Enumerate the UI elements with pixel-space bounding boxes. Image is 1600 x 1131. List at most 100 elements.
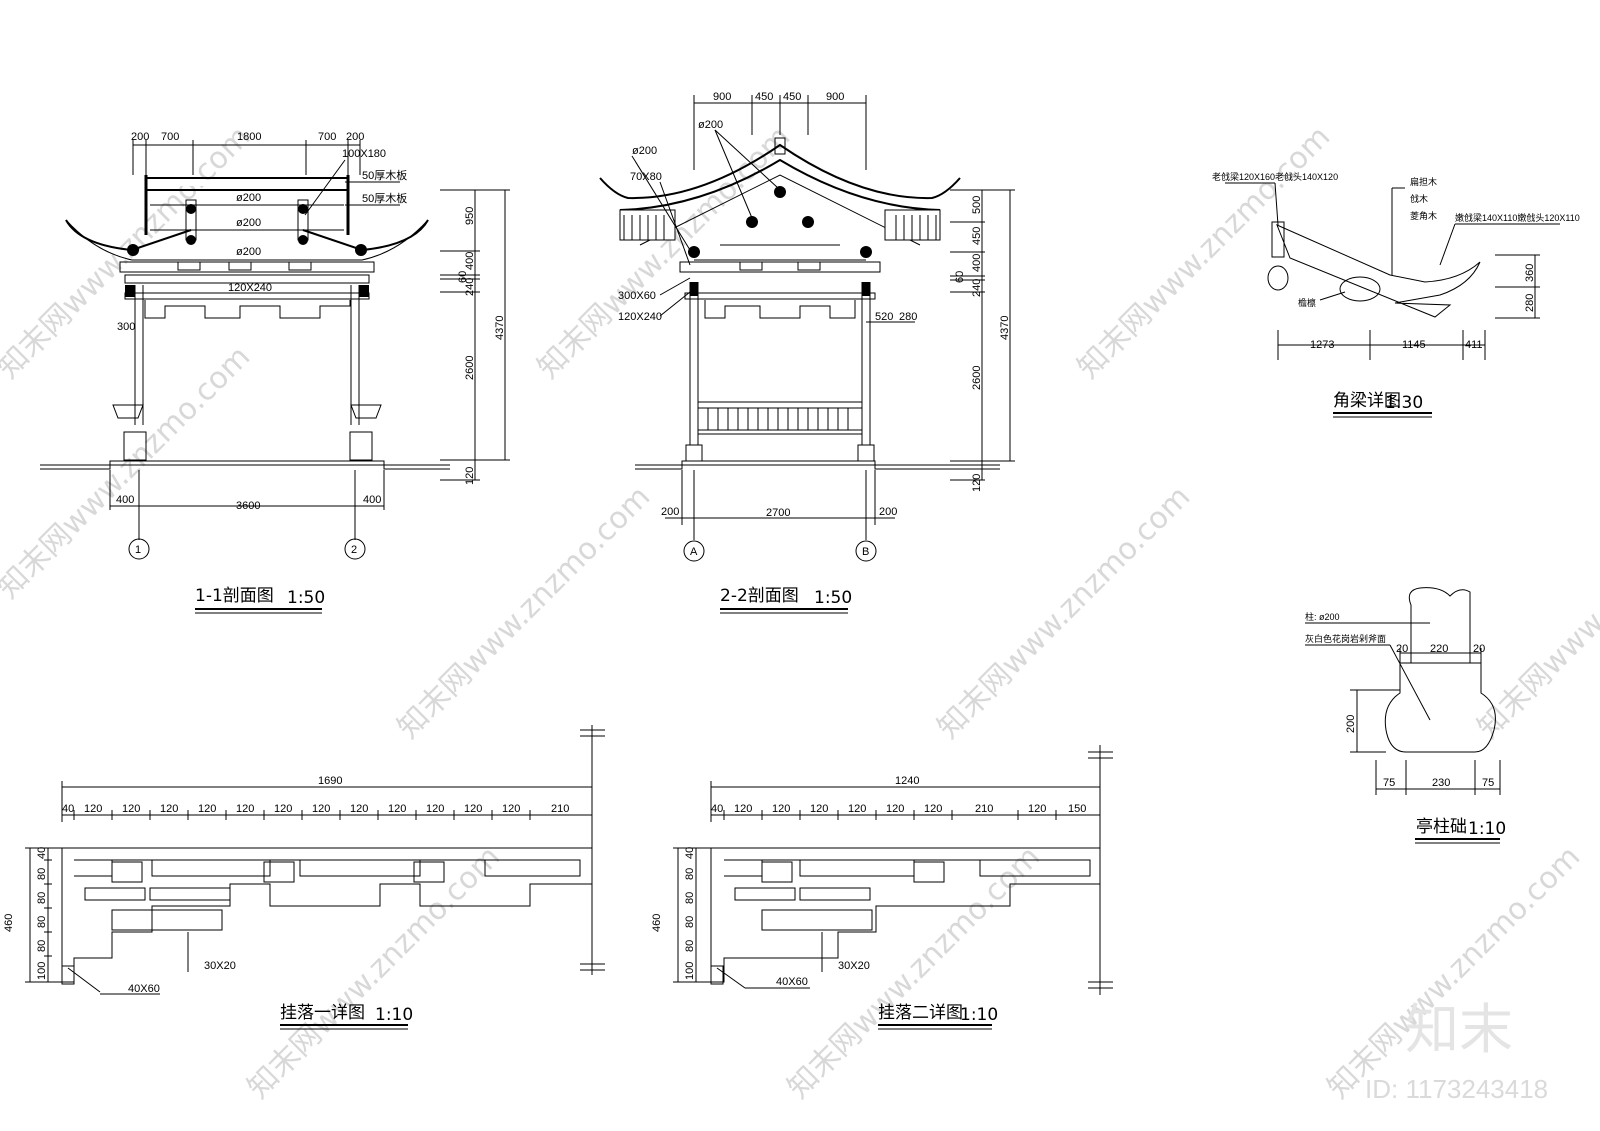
dim-text: 120 [502,803,520,815]
drawing-scale: 1:10 [1468,819,1506,839]
dim-text: 900 [713,91,731,103]
beam-detail: 老戗梁120X160老戗头140X120 扁担木 戗木 菱角木 嫩戗梁140X1… [1212,171,1580,418]
section-1-1: 200 700 1800 700 200 120X240 [40,131,510,614]
dim-text: 1240 [895,775,919,787]
drawing-title: 挂落一详图 [280,1003,365,1023]
dim-text: 900 [826,91,844,103]
dim-text: 120 [886,803,904,815]
dim-text: 80 [36,868,48,880]
dim-text: 80 [684,892,696,904]
watermark-text: 知末网www.znzmo.com [1071,119,1337,385]
member-label: 檐檩 [1298,297,1316,308]
watermark-text: 知末网www.znzmo.com [0,339,257,605]
dim-text: 80 [36,916,48,928]
member-label: 菱角木 [1410,210,1437,221]
dim-text: 100 [684,962,696,980]
hanging-detail-1: 1690 40 120 120 120 120 120 120 120 120 … [3,725,605,1030]
column-base-detail: 柱: ø200 灰白色花岗岩剁斧面 20 220 20 200 75 230 7… [1305,587,1506,844]
member-label: 40X60 [128,983,160,995]
dim-text: 120 [274,803,292,815]
dim-text: 120 [312,803,330,815]
dim-text: 400 [464,252,476,270]
dim-text: 120 [426,803,444,815]
dim-text: 3600 [236,500,260,512]
member-label: 100X180 [342,148,386,160]
axis-label: A [690,546,698,558]
dim-text: 450 [971,227,983,245]
dim-text: 200 [1345,715,1357,733]
dim-text: 400 [971,254,983,272]
dim-text: 120 [388,803,406,815]
watermark-id: ID: 1173243418 [1365,1074,1548,1104]
dim-text: 210 [975,803,993,815]
dim-text: 1800 [237,131,261,143]
dim-text: 1145 [1402,339,1426,351]
dim-text: 950 [464,207,476,225]
member-label: 280 [899,311,917,323]
dim-text: 700 [161,131,179,143]
drawing-title: 1-1剖面图 [195,586,274,606]
member-label: 300X60 [618,290,656,302]
member-label: 30X20 [838,960,870,972]
dim-text: 120 [160,803,178,815]
member-label: ø200 [236,246,261,258]
drawing-scale: 1:50 [287,588,325,608]
dim-text: 411 [1465,339,1483,351]
dim-text: 80 [684,916,696,928]
member-label: 120X240 [618,311,662,323]
dim-text: 210 [551,803,569,815]
member-label: 戗木 [1410,193,1428,204]
watermark-text: 知末网www.znzmo.com [391,479,657,745]
dim-text: 120 [971,474,983,492]
dim-text: 460 [651,914,663,932]
dim-text: 200 [879,506,897,518]
drawing-title: 角梁详图 [1333,391,1401,411]
dim-text: 120 [924,803,942,815]
dim-text: 700 [318,131,336,143]
dim-text: 120 [122,803,140,815]
dim-text: 450 [783,91,801,103]
dim-text: 1690 [318,775,342,787]
member-label: 柱: ø200 [1305,611,1340,622]
dim-text: 150 [1068,803,1086,815]
member-label: 70X80 [630,171,662,183]
dim-text: 2600 [971,366,983,390]
member-label: 灰白色花岗岩剁斧面 [1305,633,1386,644]
member-label: 300 [117,321,135,333]
dim-text: 200 [346,131,364,143]
drawing-scale: 1:10 [960,1005,998,1025]
axis-label: 2 [351,544,357,556]
dim-text: 460 [3,914,15,932]
dim-text: 60 [457,271,469,283]
dim-text: 240 [971,279,983,297]
drawing-scale: 1:10 [375,1005,413,1025]
section-2-2: 900 450 450 900 [599,91,1015,614]
member-label: ø200 [236,217,261,229]
dim-text: 2700 [766,507,790,519]
dim-text: 60 [954,271,966,283]
dim-text: 1273 [1310,339,1334,351]
dim-text: 120 [464,467,476,485]
dim-text: 4370 [999,316,1011,340]
member-label: ø200 [698,119,723,131]
dim-text: 20 [1473,643,1485,655]
drawing-title: 挂落二详图 [878,1003,963,1023]
dim-text: 120 [772,803,790,815]
dim-text: 400 [363,494,381,506]
dim-text: 220 [1430,643,1448,655]
dim-text: 120 [350,803,368,815]
dim-text: 120 [198,803,216,815]
dim-ticks [132,140,361,175]
dim-text: 120 [464,803,482,815]
drawing-scale: 1:30 [1385,393,1423,413]
dim-text: 40 [62,803,74,815]
dim-text: 75 [1383,777,1395,789]
member-label: 50厚木板 [362,191,407,205]
dim-text: 230 [1432,777,1450,789]
drawing-title: 2-2剖面图 [720,586,799,606]
watermark-text: 知末网www.znzmo.com [1471,479,1600,745]
dim-text: 75 [1482,777,1494,789]
dim-text: 120 [84,803,102,815]
drawing-title: 亭柱础 [1416,817,1467,837]
